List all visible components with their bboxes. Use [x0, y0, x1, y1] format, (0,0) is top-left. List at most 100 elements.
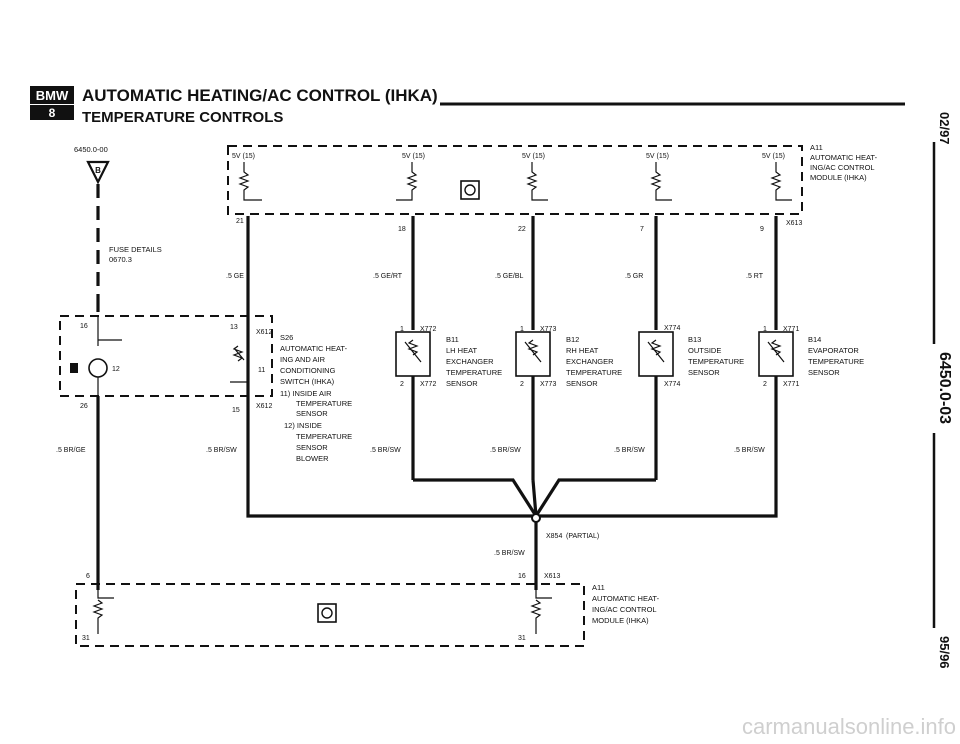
svg-text:16: 16 [518, 573, 526, 580]
module-top: A11 AUTOMATIC HEAT- ING/AC CONTROL MODUL… [227, 143, 878, 233]
svg-text:TEMPERATURE: TEMPERATURE [296, 432, 352, 441]
svg-text:5V (15): 5V (15) [646, 153, 669, 160]
splice-point [531, 513, 541, 523]
svg-text:SWITCH (IHKA): SWITCH (IHKA) [280, 377, 335, 386]
svg-text:22: 22 [518, 226, 526, 233]
svg-text:16: 16 [80, 323, 88, 330]
svg-text:2: 2 [520, 381, 524, 388]
svg-text:.5 BR/GE: .5 BR/GE [56, 447, 86, 454]
svg-text:11) INSIDE AIR: 11) INSIDE AIR [280, 389, 332, 398]
brand-badge-text: BMW [36, 88, 69, 103]
fuse-feed: B FUSE DETAILS 0670.3 [86, 160, 162, 305]
svg-text:EXCHANGER: EXCHANGER [566, 357, 614, 366]
series-badge-text: 8 [49, 106, 56, 120]
module-top-name: A11 [810, 143, 823, 152]
svg-text:26: 26 [80, 403, 88, 410]
svg-text:12) INSIDE: 12) INSIDE [284, 421, 322, 430]
svg-text:1: 1 [763, 326, 767, 333]
svg-text:X774: X774 [664, 325, 680, 332]
svg-text:SENSOR: SENSOR [688, 368, 720, 377]
svg-text:ING/AC CONTROL: ING/AC CONTROL [810, 163, 875, 172]
svg-text:21: 21 [236, 218, 244, 225]
svg-text:5V (15): 5V (15) [522, 153, 545, 160]
svg-text:.5 RT: .5 RT [746, 273, 764, 280]
svg-text:12: 12 [112, 366, 120, 373]
svg-text:LH HEAT: LH HEAT [446, 346, 478, 355]
svg-text:SENSOR: SENSOR [446, 379, 478, 388]
svg-text:SENSOR: SENSOR [296, 409, 328, 418]
svg-text:RH HEAT: RH HEAT [566, 346, 599, 355]
header: BMW 8 AUTOMATIC HEATING/AC CONTROL (IHKA… [30, 86, 905, 154]
svg-text:B: B [95, 166, 101, 175]
svg-text:1: 1 [400, 326, 404, 333]
svg-text:9: 9 [760, 226, 764, 233]
svg-text:6: 6 [86, 573, 90, 580]
svg-text:X772: X772 [420, 381, 436, 388]
side-strip: 02/97 6450.0-03 95/96 [932, 112, 953, 669]
svg-text:SENSOR: SENSOR [296, 443, 328, 452]
svg-text:.5 BR/SW: .5 BR/SW [206, 447, 237, 454]
svg-text:15: 15 [232, 407, 240, 414]
module-bottom-name: A11 [592, 583, 605, 592]
blower-motor-icon [88, 358, 108, 378]
svg-text:TEMPERATURE: TEMPERATURE [446, 368, 502, 377]
svg-text:.5 BR/SW: .5 BR/SW [614, 447, 645, 454]
svg-text:SENSOR: SENSOR [566, 379, 598, 388]
sensor-b12: 1 X773 2 X773 B12 RH HEAT EXCHANGER TEMP… [515, 326, 622, 480]
fuse-details-ref: 0670.3 [109, 255, 132, 264]
svg-text:AUTOMATIC HEAT-: AUTOMATIC HEAT- [280, 344, 348, 353]
svg-text:5V (15): 5V (15) [402, 153, 425, 160]
svg-text:(PARTIAL): (PARTIAL) [566, 533, 599, 540]
module-top-connector: X613 [786, 220, 802, 227]
side-date: 02/97 [937, 112, 952, 145]
svg-text:31: 31 [518, 635, 526, 642]
side-model-years: 95/96 [937, 636, 952, 669]
svg-text:MODULE (IHKA): MODULE (IHKA) [810, 173, 867, 182]
svg-text:ING AND AIR: ING AND AIR [280, 355, 326, 364]
page-subtitle: TEMPERATURE CONTROLS [82, 109, 283, 126]
svg-text:TEMPERATURE: TEMPERATURE [566, 368, 622, 377]
side-page-number: 6450.0-03 [936, 352, 953, 424]
svg-text:7: 7 [640, 226, 644, 233]
svg-text:SENSOR: SENSOR [808, 368, 840, 377]
svg-text:OUTSIDE: OUTSIDE [688, 346, 721, 355]
svg-text:EXCHANGER: EXCHANGER [446, 357, 494, 366]
svg-text:TEMPERATURE: TEMPERATURE [808, 357, 864, 366]
svg-text:X612: X612 [256, 403, 272, 410]
splice-name: X854 [546, 533, 562, 540]
s26-name: S26 [280, 333, 293, 342]
svg-text:B11: B11 [446, 335, 459, 344]
svg-text:X773: X773 [540, 326, 556, 333]
svg-text:2: 2 [763, 381, 767, 388]
svg-text:TEMPERATURE: TEMPERATURE [688, 357, 744, 366]
sensor-b13: X774 X774 B13 OUTSIDE TEMPERATURE SENSOR [638, 325, 744, 480]
svg-text:X771: X771 [783, 381, 799, 388]
svg-text:X773: X773 [540, 381, 556, 388]
svg-text:X774: X774 [664, 381, 680, 388]
svg-text:18: 18 [398, 226, 406, 233]
fuse-details-label: FUSE DETAILS [109, 245, 162, 254]
brand-badge [30, 86, 74, 104]
ground-symbol-icon [460, 180, 480, 200]
svg-text:BLOWER: BLOWER [296, 454, 329, 463]
svg-text:11: 11 [258, 367, 265, 374]
svg-text:MODULE (IHKA): MODULE (IHKA) [592, 616, 649, 625]
svg-text:B13: B13 [688, 335, 701, 344]
svg-text:.5 GE/BL: .5 GE/BL [495, 273, 524, 280]
svg-text:5V (15): 5V (15) [232, 153, 255, 160]
svg-text:CONDITIONING: CONDITIONING [280, 366, 336, 375]
svg-text:ING/AC CONTROL: ING/AC CONTROL [592, 605, 657, 614]
svg-text:.5 BR/SW: .5 BR/SW [490, 447, 521, 454]
reference-number: 6450.0-00 [74, 145, 108, 154]
svg-text:13: 13 [230, 324, 238, 331]
switch-s26: 16 13 X612 12 11 26 15 X612 S26 AUTOMATI… [59, 305, 352, 463]
svg-text:.5 BR/SW: .5 BR/SW [494, 550, 525, 557]
sensor-b11: 1 X772 2 X772 B11 LH HEAT EXCHANGER TEMP… [395, 326, 502, 480]
blower-fan-icon [70, 363, 78, 373]
ground-symbol-icon [317, 603, 337, 623]
svg-text:.5 BR/SW: .5 BR/SW [370, 447, 401, 454]
svg-text:.5 GE/RT: .5 GE/RT [373, 273, 403, 280]
svg-text:.5 GR: .5 GR [625, 273, 643, 280]
ground-wires: .5 BR/GE .5 BR/SW .5 BR/SW .5 BR/SW .5 B… [56, 396, 765, 590]
